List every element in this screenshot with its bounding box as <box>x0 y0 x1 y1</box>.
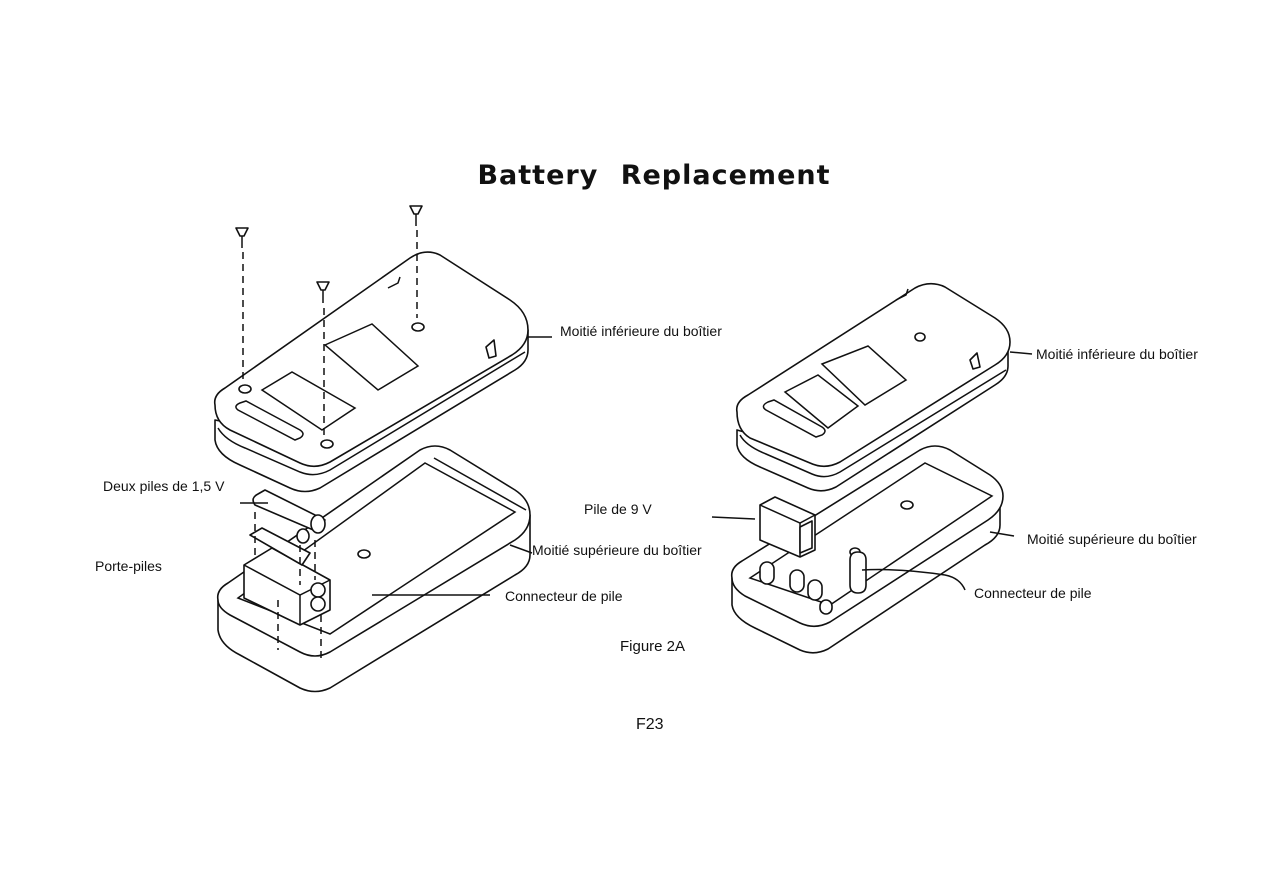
left-upper-case-half <box>216 445 533 693</box>
left-lower-case-half <box>213 251 552 493</box>
left-connector-label: Connecteur de pile <box>505 588 623 604</box>
left-screws <box>235 205 423 436</box>
figure-caption: Figure 2A <box>620 638 686 655</box>
two-cells-label: Deux piles de 1,5 V <box>103 478 225 494</box>
9v-battery-label: Pile de 9 V <box>584 501 652 517</box>
page-number: F23 <box>636 716 664 733</box>
right-upper-case-half <box>711 445 1015 654</box>
right-figure <box>711 282 1033 654</box>
left-figure <box>213 205 552 693</box>
battery-holder-label: Porte-piles <box>95 558 162 574</box>
left-upper-half-label: Moitié supérieure du boîtier <box>532 542 702 558</box>
page-title: Battery Replacement <box>477 160 831 191</box>
right-upper-half-label: Moitié supérieure du boîtier <box>1027 531 1197 547</box>
right-lower-case-half <box>735 282 1033 492</box>
right-connector-label: Connecteur de pile <box>974 585 1092 601</box>
right-lower-half-label: Moitié inférieure du boîtier <box>1036 346 1198 362</box>
left-lower-half-label: Moitié inférieure du boîtier <box>560 323 722 339</box>
